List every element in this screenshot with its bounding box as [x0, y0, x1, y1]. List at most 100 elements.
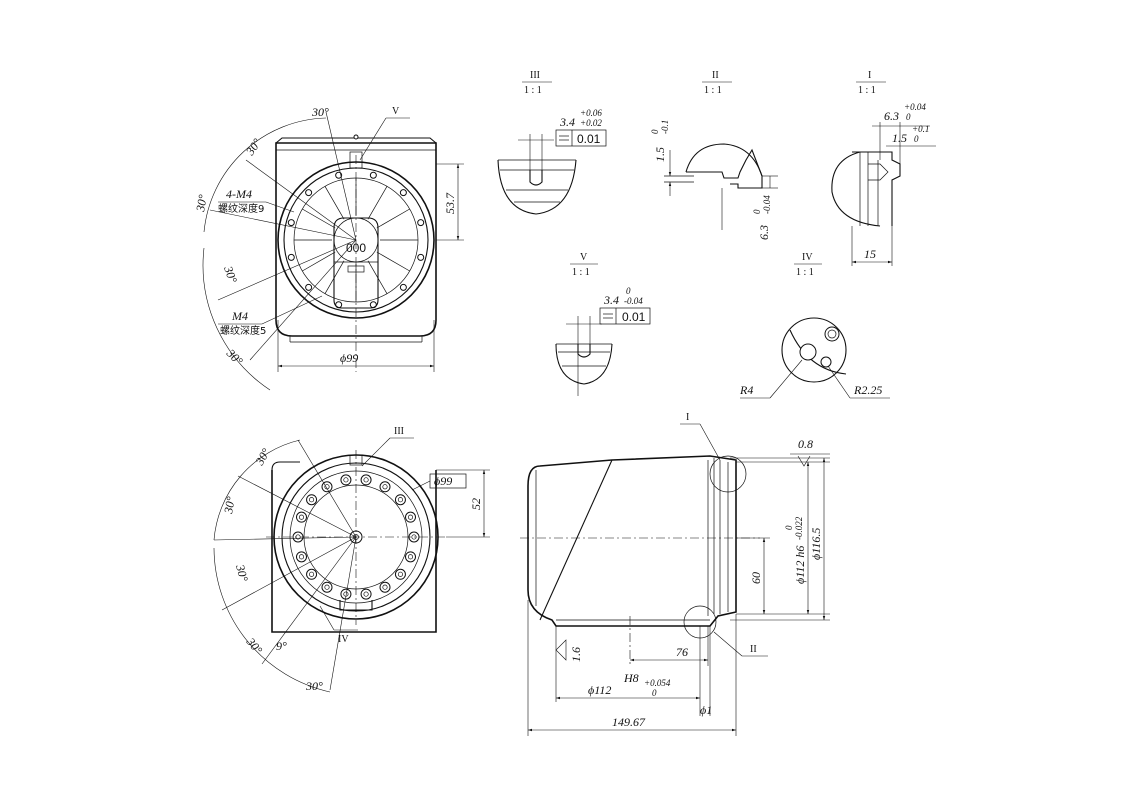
- rear-hole: [394, 494, 406, 506]
- spoke: [376, 208, 410, 229]
- side-dim-60: 60: [749, 572, 763, 584]
- rear-hole-inner: [309, 571, 315, 577]
- rear-angle-5: 30°: [305, 679, 323, 693]
- rear-hole: [405, 551, 417, 563]
- rear-hole-inner: [411, 534, 417, 540]
- bolt-hole: [369, 171, 377, 179]
- rear-angle-3: 30°: [233, 562, 251, 583]
- side-dim-76: 76: [676, 645, 688, 659]
- rear-hole: [295, 511, 307, 523]
- rear-hole: [321, 481, 333, 493]
- bolt-hole: [399, 283, 407, 291]
- detail-iii-title: III: [530, 70, 540, 81]
- front-dim-height: 53.7: [443, 192, 457, 214]
- detail-i-dim-2-lower: 0: [914, 134, 919, 144]
- bolt-hole: [335, 171, 343, 179]
- side-dim-16: 1.6: [569, 647, 583, 662]
- rear-hole-inner: [309, 497, 315, 503]
- rear-angle-2: 30°: [221, 495, 238, 515]
- detail-iii-tol-upper: +0.06: [580, 108, 602, 118]
- rear-hole: [321, 581, 333, 593]
- detail-iv-scale: 1 : 1: [796, 267, 814, 278]
- detail-ii-dim-2-lower: -0.04: [762, 195, 772, 214]
- rear-hole: [360, 588, 372, 600]
- detail-ii-dim-2: 6.3: [757, 225, 771, 240]
- detail-v-gdt: 0.01: [622, 310, 646, 324]
- side-dim-bore-fit: H8: [623, 671, 639, 685]
- detail-v-title: V: [580, 252, 588, 263]
- detail-iii-dim: 3.4: [559, 115, 575, 129]
- detail-ii-scale: 1 : 1: [704, 85, 722, 96]
- bolt-hole: [287, 219, 295, 227]
- rear-hole-inner: [382, 584, 388, 590]
- rear-hole-inner: [363, 591, 369, 597]
- detail-iv-title: IV: [802, 252, 813, 263]
- detail-ii-dim-1: 1.5: [653, 147, 667, 162]
- detail-ii-title: II: [712, 70, 719, 81]
- side-dim-bore-upper: +0.054: [644, 678, 671, 688]
- side-dim-outer: ϕ116.5: [809, 528, 823, 560]
- rear-hole: [394, 568, 406, 580]
- rear-hole-inner: [407, 514, 414, 520]
- rear-label-iv: IV: [338, 634, 349, 645]
- rear-hole: [379, 481, 391, 493]
- rear-hole: [306, 568, 318, 580]
- rear-hole-inner: [324, 584, 330, 590]
- detail-iv-radius-1: R4: [739, 383, 753, 397]
- front-dim-diameter: ϕ99: [340, 351, 358, 365]
- detail-i-dim-1-lower: 0: [906, 112, 911, 122]
- detail-i-dim-2: 1.5: [892, 131, 907, 145]
- side-dim-shaft-lower: -0.022: [794, 516, 804, 540]
- rear-angle-1: 30°: [252, 446, 273, 469]
- bolt-hole: [417, 219, 425, 227]
- rear-hole-inner: [298, 514, 305, 520]
- front-angle-4: 30°: [221, 263, 240, 285]
- side-label-ii: II: [750, 644, 757, 655]
- detail-v-scale: 1 : 1: [572, 267, 590, 278]
- rear-hole-inner: [397, 571, 403, 577]
- spoke: [324, 186, 345, 220]
- rear-hole: [306, 494, 318, 506]
- rear-hole-inner: [382, 484, 388, 490]
- side-dim-phi1: ϕ1: [700, 703, 712, 717]
- detail-i-dim-1-upper: +0.04: [904, 102, 926, 112]
- side-dim-shaft-upper: 0: [784, 525, 794, 530]
- front-angle-1: 30°: [311, 105, 329, 119]
- detail-i-dim-1: 6.3: [884, 109, 899, 123]
- bolt-hole: [287, 253, 295, 261]
- rear-hole: [405, 511, 417, 523]
- rear-hole: [379, 581, 391, 593]
- side-dim-shaft: ϕ112 h6: [793, 546, 807, 584]
- spoke: [367, 186, 388, 220]
- thread-note-2: M4: [231, 309, 248, 323]
- detail-ii-dim-2-upper: 0: [752, 209, 762, 214]
- side-label-i: I: [686, 412, 689, 423]
- front-angle-5: 30°: [223, 346, 246, 369]
- side-dim-bore: ϕ112: [588, 683, 611, 697]
- detail-i-dim-2-upper: +0.1: [912, 124, 929, 134]
- detail-ii-dim-1-upper: 0: [650, 129, 660, 134]
- rear-hole-inner: [298, 554, 305, 560]
- rear-angle-4: 30°: [243, 634, 265, 657]
- rear-dim-height: 52: [469, 498, 483, 510]
- rear-dim-diameter: ϕ99: [434, 474, 452, 488]
- detail-i-dim-3: 15: [864, 247, 876, 261]
- rear-small-angle: 9°: [276, 639, 287, 653]
- front-angle-2: 30°: [242, 136, 264, 159]
- rear-hole-inner: [343, 477, 349, 483]
- rear-label-iii: III: [394, 426, 404, 437]
- bolt-hole: [417, 253, 425, 261]
- detail-iii-gdt: 0.01: [577, 132, 601, 146]
- rear-bolt-holes: [292, 474, 420, 600]
- thread-note-1-sub: 螺纹深度9: [218, 202, 264, 215]
- bolt-hole: [305, 283, 313, 291]
- detail-v-tol-lower: -0.04: [624, 296, 643, 306]
- front-view: 000 30° 30° 30° 30° 30° V 4-M4 螺纹深度9 M4 …: [193, 105, 464, 391]
- rear-hole-inner: [407, 554, 414, 560]
- rear-hole: [295, 551, 307, 563]
- thread-note-1: 4-M4: [226, 187, 252, 201]
- spoke: [302, 251, 336, 272]
- rear-view: 30° 30° 30° 30° 30° 9° III IV ϕ99 52: [213, 426, 490, 693]
- front-angle-3: 30°: [193, 193, 210, 213]
